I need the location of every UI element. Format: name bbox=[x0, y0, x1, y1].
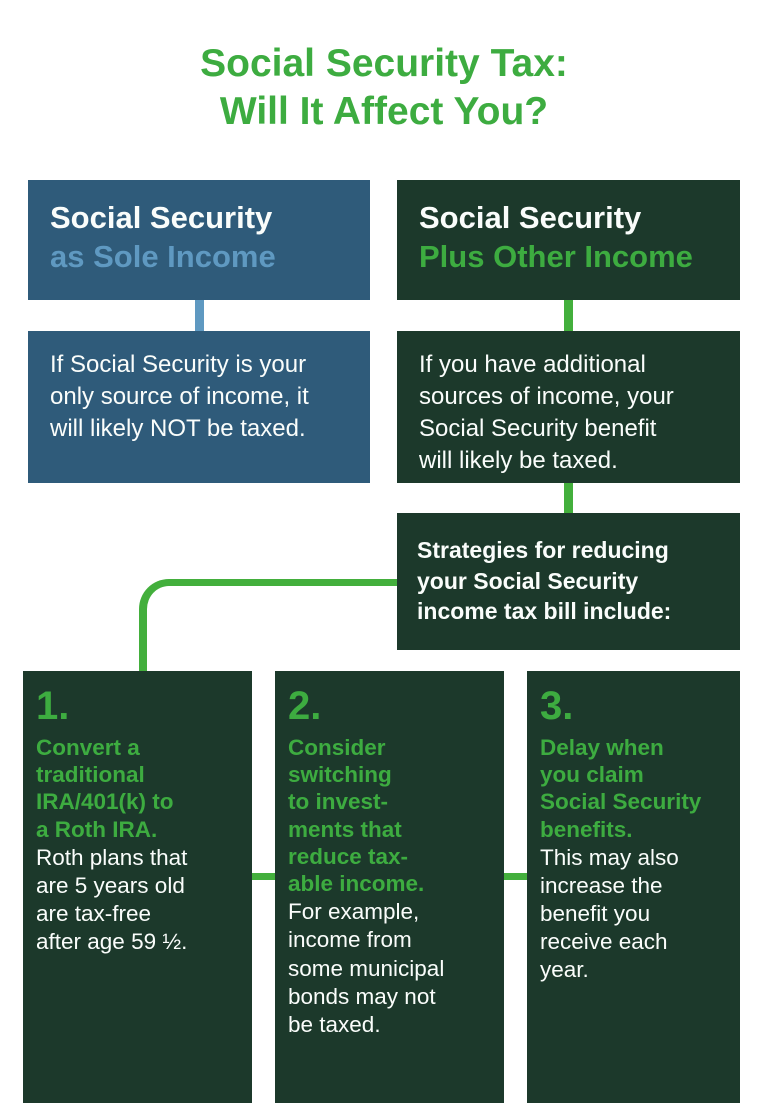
strategy-1-body: Roth plans that are 5 years old are tax-… bbox=[36, 844, 188, 955]
other-income-heading-line2: Plus Other Income bbox=[419, 239, 693, 275]
strategy-2-heading: Consider switching to invest- ments that… bbox=[288, 735, 425, 897]
strategy-2-body: For example, income from some municipal … bbox=[288, 899, 445, 1037]
strategy-3-heading: Delay when you claim Social Security ben… bbox=[540, 735, 702, 842]
strategy-3-number: 3. bbox=[540, 684, 574, 728]
strategy-1-heading: Convert a traditional IRA/401(k) to a Ro… bbox=[36, 735, 174, 842]
strategy-3-body: This may also increase the benefit you r… bbox=[540, 844, 679, 983]
connector-strategies bbox=[564, 481, 573, 515]
strategy-box-1: 1. Convert a traditional IRA/401(k) to a… bbox=[23, 671, 252, 1103]
strategy-box-3: 3. Delay when you claim Social Security … bbox=[527, 671, 740, 1103]
strategy-1-number: 1. bbox=[36, 684, 70, 728]
sole-income-heading-line1: Social Security bbox=[50, 200, 273, 235]
sole-income-description-box: If Social Security is your only source o… bbox=[28, 331, 370, 483]
strategies-intro-box: Strategies for reducing your Social Secu… bbox=[397, 513, 740, 650]
other-income-description-box: If you have additional sources of income… bbox=[397, 331, 740, 483]
other-income-heading-line1: Social Security bbox=[419, 200, 642, 235]
strategy-2-number: 2. bbox=[288, 684, 322, 728]
connector-sole-income bbox=[195, 298, 204, 333]
sole-income-heading-line2: as Sole Income bbox=[50, 239, 276, 275]
page-title: Social Security Tax: Will It Affect You? bbox=[200, 42, 568, 133]
strategy-box-2: 2. Consider switching to invest- ments t… bbox=[275, 671, 504, 1103]
sole-income-header-box: Social Security as Sole Income bbox=[28, 180, 370, 300]
connector-other-income bbox=[564, 298, 573, 333]
connector-elbow-to-strategy-1 bbox=[139, 579, 397, 673]
other-income-header-box: Social Security Plus Other Income bbox=[397, 180, 740, 300]
